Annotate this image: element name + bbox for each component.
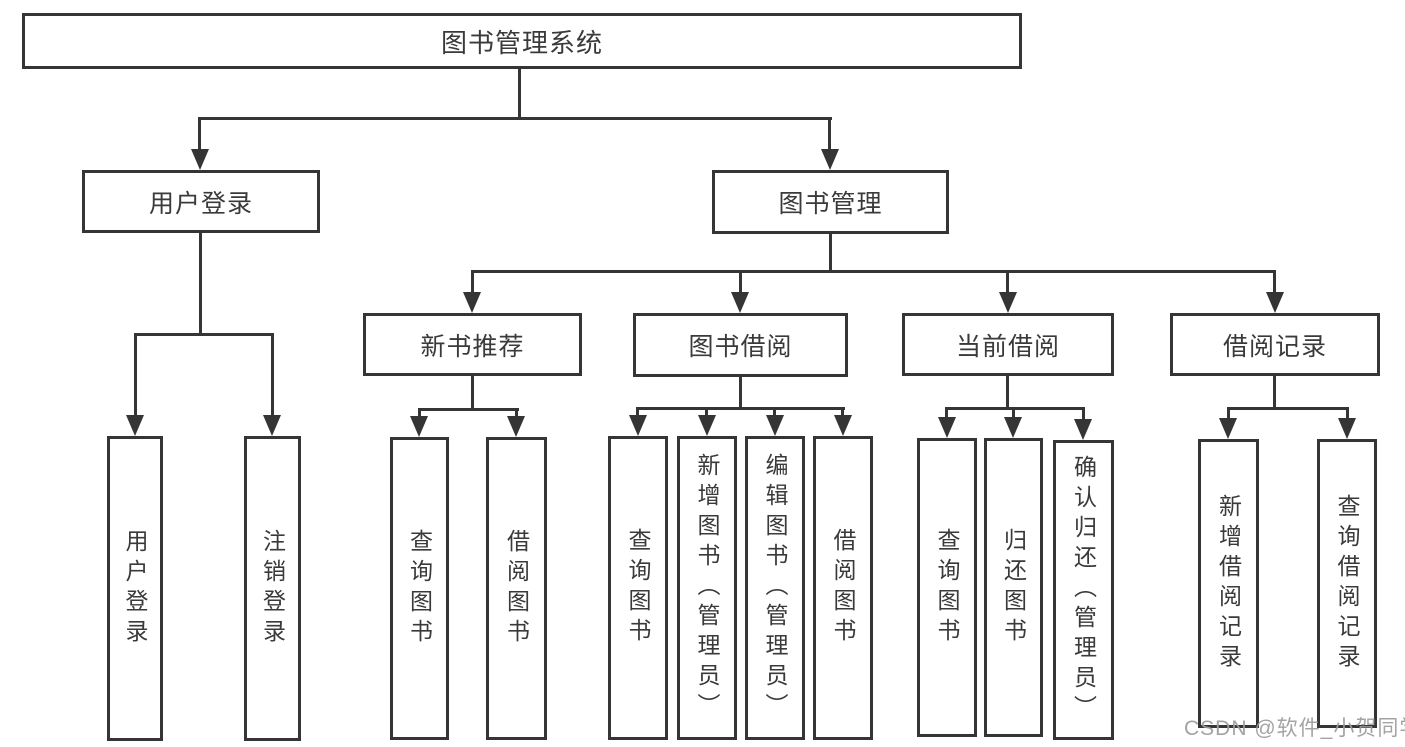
node-label: 查询借阅记录 [1334,493,1360,674]
arrow-down-icon [263,415,281,436]
node-borrow-books-leaf: 借阅图书 [486,437,547,740]
connector-line [705,407,708,419]
node-query-borrow-record-leaf: 查询借阅记录 [1317,439,1377,728]
node-label: 归还图书 [1000,527,1027,648]
arrow-down-icon [1338,418,1356,439]
connector-line [1012,407,1015,421]
node-book-borrow: 图书借阅 [633,313,848,377]
connector-line [134,333,273,336]
arrow-down-icon [834,415,852,436]
node-return-books-leaf: 归还图书 [984,438,1043,737]
node-label: 查询图书 [406,528,433,649]
arrow-down-icon [191,149,209,170]
connector-line [134,333,137,418]
connector-line [418,408,421,420]
connector-line [471,376,474,410]
connector-line [271,333,274,418]
node-label: 图书管理 [778,190,883,218]
connector-line [829,234,832,272]
arrow-down-icon [507,416,525,437]
node-label: 图书管理系统 [440,27,603,58]
node-user-login: 用户登录 [82,170,320,233]
connector-line [1082,407,1085,423]
node-label: 注销登录 [259,528,286,649]
arrow-down-icon [126,415,144,436]
connector-line [198,117,201,155]
arrow-down-icon [629,415,647,436]
connector-line [828,117,831,155]
node-add-borrow-record-leaf: 新增借阅记录 [1198,439,1259,728]
arrow-down-icon [731,292,749,313]
arrow-down-icon [1004,417,1022,438]
node-current-borrow: 当前借阅 [902,313,1114,376]
node-query-books-leaf: 查询图书 [608,436,668,740]
connector-line [739,270,742,296]
node-label: 查询图书 [625,528,651,648]
connector-line [636,407,639,419]
node-label: 新增图书（管理员） [694,453,720,723]
connector-line [418,408,519,411]
connector-line [518,69,521,119]
node-label: 借阅记录 [1222,332,1327,361]
arrow-down-icon [698,415,716,436]
node-label: 借阅图书 [503,528,530,649]
node-query-books-leaf: 查询图书 [390,437,449,740]
connector-line [1346,407,1349,422]
arrow-down-icon [1266,292,1284,313]
arrow-down-icon [999,292,1017,313]
node-label: 用户登录 [122,528,148,649]
csdn-watermark: CSDN @软件_小贺同学 [1184,717,1405,740]
connector-line [945,407,948,421]
connector-line [1227,407,1230,422]
node-label: 编辑图书（管理员） [762,453,788,723]
connector-line [1273,270,1276,296]
connector-line [1227,407,1349,410]
connector-line [199,233,202,335]
arrow-down-icon [766,415,784,436]
node-label: 用户登录 [148,189,253,218]
connector-line [636,407,845,410]
node-label: 查询图书 [934,527,960,648]
node-label: 确认归还（管理员） [1070,455,1097,725]
arrow-down-icon [938,417,956,438]
arrow-down-icon [463,292,481,313]
connector-line [841,407,844,419]
node-add-book-admin-leaf: 新增图书（管理员） [677,436,737,740]
connector-line [945,407,1085,410]
node-edit-book-admin-leaf: 编辑图书（管理员） [745,436,805,740]
connector-line [739,377,742,409]
connector-line [1006,376,1009,409]
node-label: 新书推荐 [420,332,525,361]
node-label: 新增借阅记录 [1215,493,1242,674]
connector-line [471,270,474,296]
node-label: 当前借阅 [955,332,1060,361]
node-label: 图书借阅 [688,333,793,361]
node-borrow-books-leaf: 借阅图书 [813,436,873,740]
node-library-management-system: 图书管理系统 [22,13,1022,69]
arrow-down-icon [1219,418,1237,439]
node-new-book-recommend: 新书推荐 [363,313,582,376]
connector-line [515,408,518,420]
node-confirm-return-admin-leaf: 确认归还（管理员） [1053,440,1114,740]
node-borrow-records: 借阅记录 [1170,313,1380,376]
connector-line [198,117,832,120]
node-label: 借阅图书 [830,528,856,648]
arrow-down-icon [821,149,839,170]
node-logout-leaf: 注销登录 [244,436,301,741]
connector-line [1273,376,1276,409]
node-user-login-leaf: 用户登录 [107,436,163,741]
connector-line [1006,270,1009,296]
connector-line [773,407,776,419]
arrow-down-icon [410,416,428,437]
node-book-management: 图书管理 [712,170,949,234]
node-query-books-leaf: 查询图书 [917,438,977,737]
connector-line [471,270,1276,273]
arrow-down-icon [1074,419,1092,440]
